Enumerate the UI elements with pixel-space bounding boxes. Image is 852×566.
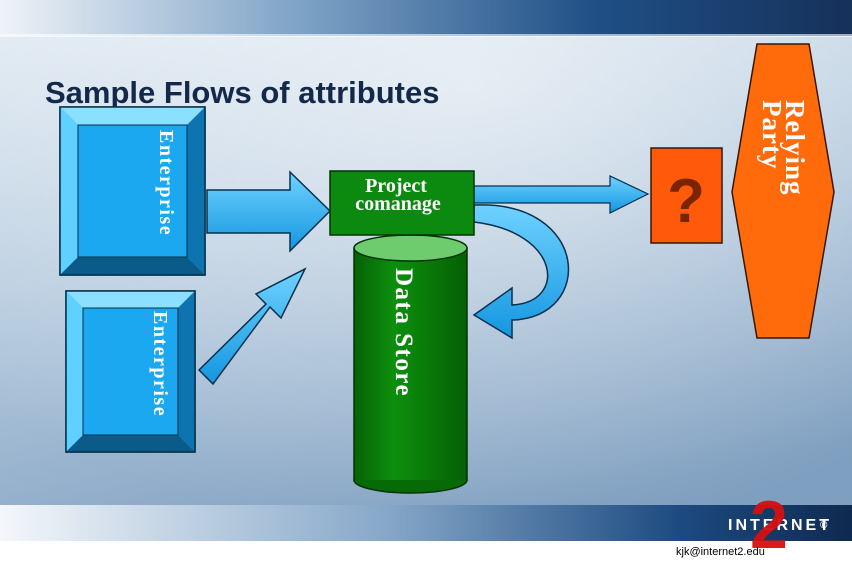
data-store-cylinder (353, 234, 468, 494)
project-label-line2: comanage (355, 193, 441, 215)
relying-party-label-line2: Party (757, 100, 787, 169)
footer-email: kjk@internet2.edu (676, 546, 765, 558)
arrow-project-to-datastore (472, 204, 570, 340)
enterprise-label-1: Enterprise (155, 130, 177, 236)
data-store-label: Data Store (390, 268, 417, 397)
top-band (0, 0, 852, 36)
bottom-band (0, 505, 852, 541)
footer-strip (0, 541, 852, 566)
unknown-question-mark: ? (667, 167, 705, 236)
project-label-line1: Project (365, 175, 427, 197)
arrow-project-to-unknown (473, 175, 650, 214)
project-comanage-box (329, 170, 475, 236)
relying-party-hexagon (731, 43, 835, 339)
enterprise-box-1 (59, 106, 206, 276)
logo-registered-mark: ® (820, 520, 828, 531)
arrow-enterprise2-to-project (197, 267, 307, 386)
top-band-edge (0, 34, 852, 37)
enterprise-box-2 (65, 290, 196, 453)
enterprise-label-2: Enterprise (149, 311, 171, 417)
relying-party-label-line1: Relying (780, 100, 810, 196)
slide-title: Sample Flows of attributes (45, 75, 439, 110)
arrow-enterprise1-to-project (206, 170, 332, 253)
internet2-logo: INTERNET 2 ® (728, 487, 832, 563)
logo-wordmark: INTERNET (728, 517, 832, 534)
unknown-box (650, 147, 723, 244)
logo-number: 2 (750, 487, 788, 563)
